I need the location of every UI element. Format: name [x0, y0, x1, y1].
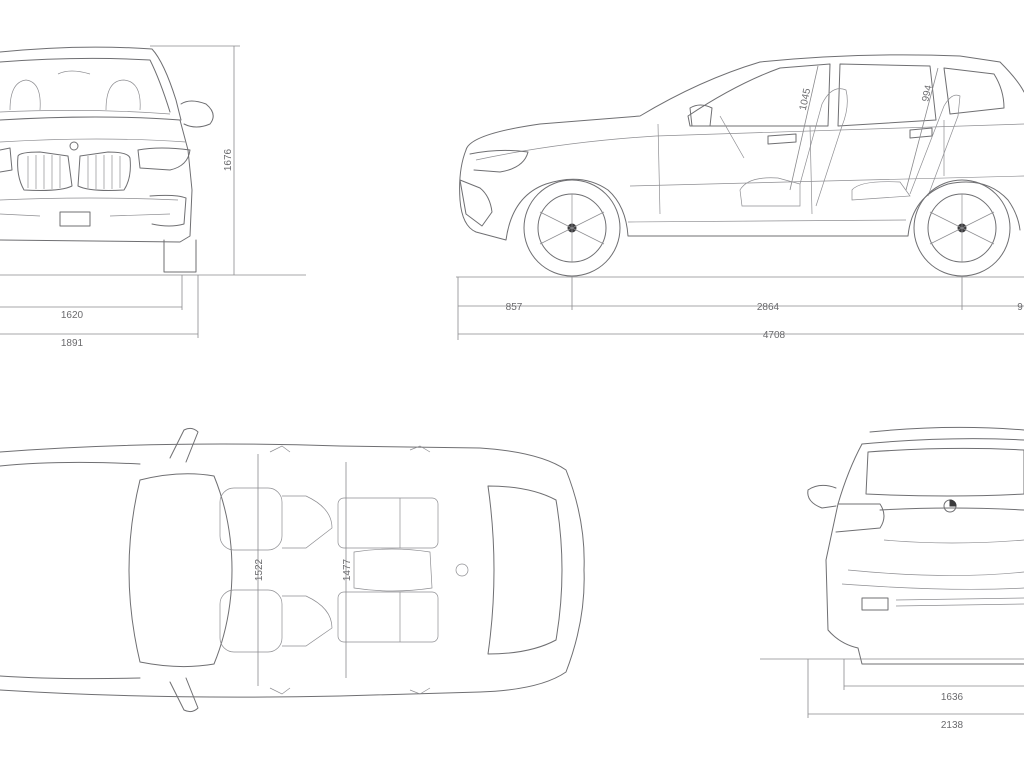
wheelbase-label: 2864	[757, 302, 780, 313]
rear-overhang-label: 9	[1017, 302, 1023, 313]
height-dimension-label: 1676	[223, 148, 234, 171]
top-view: 1522 1477	[0, 427, 585, 713]
rear-headroom-label: 994	[920, 84, 934, 103]
rear-shoulder-label: 1477	[342, 558, 353, 581]
front-overhang-label: 857	[506, 302, 523, 313]
front-track-dimension-label: 1620	[61, 310, 84, 321]
rear-view: 1636 2138	[760, 426, 1024, 731]
width-dimension-label: 1891	[61, 338, 84, 349]
front-shoulder-label: 1522	[254, 558, 265, 581]
bmw-roundel-icon	[69, 141, 79, 151]
length-label: 4708	[763, 330, 786, 341]
front-headroom-label: 1045	[798, 87, 813, 111]
rear-width-label: 2138	[941, 720, 964, 731]
front-view: 1676 1620 1891	[0, 45, 306, 349]
rear-track-label: 1636	[941, 692, 964, 703]
side-view: 1045 994 857 2864 9 4708	[456, 54, 1024, 341]
